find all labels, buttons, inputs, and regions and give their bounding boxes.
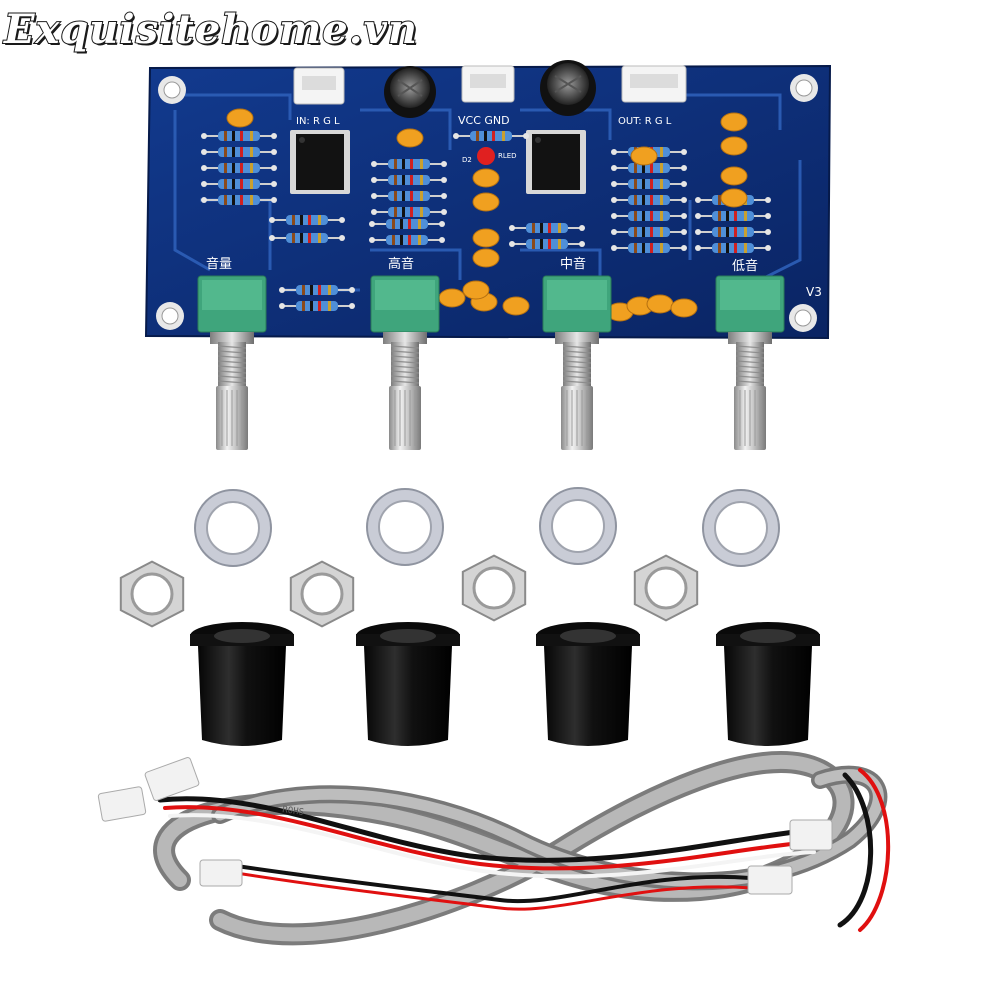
led-indicator [477, 147, 495, 165]
knob-cap-icon [356, 622, 460, 746]
jst-connector-icon [293, 65, 687, 105]
ceramic-capacitors [226, 108, 748, 322]
jst-connector-icon [97, 757, 833, 895]
cable-harness: ROHS [97, 751, 891, 946]
led-ref: D2 [462, 156, 472, 164]
pcb-traces [173, 93, 802, 292]
knob-cap-icon [190, 622, 294, 746]
input-label: IN: R G L [296, 116, 340, 127]
potentiometer-icon [197, 275, 785, 450]
knob-label-volume: 音量 [206, 256, 232, 272]
knob-label-treble: 高音 [388, 256, 414, 272]
output-label: OUT: R G L [618, 116, 672, 127]
power-label: VCC GND [458, 114, 510, 127]
led-label: RLED [498, 152, 517, 160]
resistor-array [201, 131, 771, 311]
knob-label-mid: 中音 [560, 256, 586, 272]
electrolytic-capacitor [384, 60, 596, 118]
knob-label-bass: 低音 [732, 258, 758, 274]
pcb-board: IN: R G L VCC GND OUT: R G L RLED D2 V3 … [144, 60, 832, 450]
watermark-text: Exquisitehome.vn [3, 5, 419, 54]
ic-chip [290, 130, 586, 194]
version-label: V3 [806, 285, 822, 299]
knob-cap-icon [716, 622, 820, 746]
knob-cap-icon [536, 622, 640, 746]
cable-print: ROHS [282, 805, 305, 818]
hardware-set [119, 487, 820, 746]
mounting-holes [156, 74, 818, 332]
